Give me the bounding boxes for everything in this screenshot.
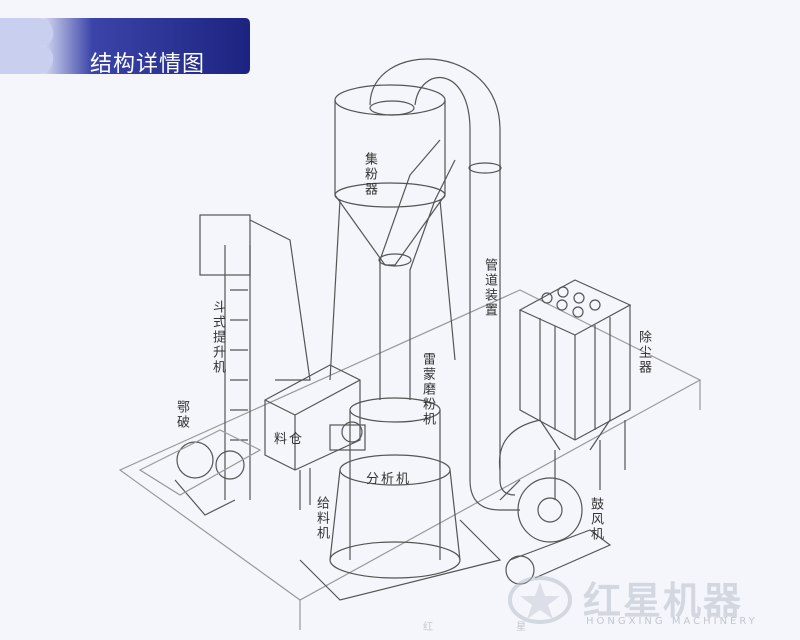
label-mill: 雷蒙磨粉机 — [420, 352, 435, 427]
label-bin: 料仓 — [274, 432, 305, 447]
brand-left-text: 红 星 — [423, 622, 567, 633]
brand-subtitle: HONGXING MACHINERY — [586, 616, 758, 627]
brand-name: 红星机器 — [583, 579, 744, 623]
label-collector: 集粉器 — [362, 152, 377, 197]
label-analyzer: 分析机 — [366, 472, 412, 487]
brand-logo-icon — [508, 576, 572, 624]
label-dust: 除尘器 — [636, 330, 651, 375]
page-title: 结构详情图 — [90, 52, 206, 77]
brand-watermark: 红星机器 HONGXING MACHINERY 红 星 — [423, 566, 788, 636]
label-crusher: 鄂破 — [174, 400, 189, 430]
header-ribbon: 结构详情图 — [0, 18, 252, 77]
label-duct: 管道装置 — [482, 258, 497, 318]
label-blower: 鼓风机 — [588, 497, 603, 542]
label-elevator: 斗式提升机 — [210, 300, 225, 375]
label-feeder: 给料机 — [314, 496, 329, 541]
